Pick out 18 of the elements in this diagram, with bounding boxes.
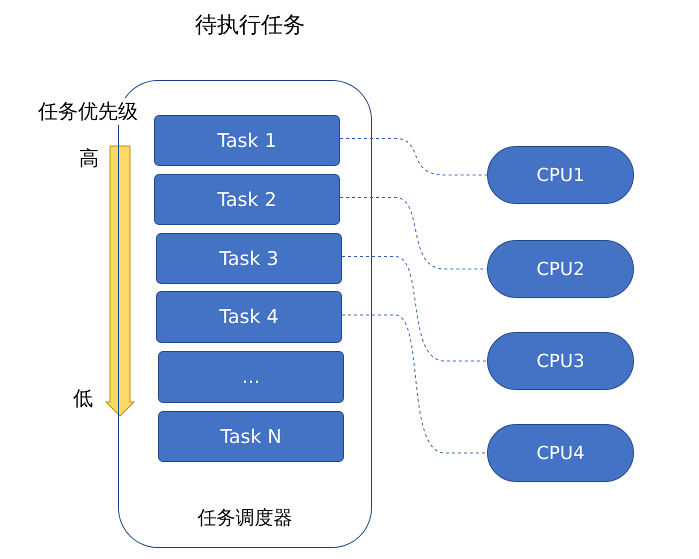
cpu-pill: CPU2: [487, 240, 634, 298]
scheduler-container: [118, 80, 372, 548]
axis-label: 任务优先级: [38, 98, 138, 125]
connector-line: [342, 256, 488, 362]
task-box: ...: [158, 351, 344, 403]
cpu-pill: CPU4: [487, 424, 634, 482]
task-box: Task 3: [156, 233, 342, 284]
diagram-title: 待执行任务: [194, 12, 306, 40]
task-box: Task 2: [154, 174, 340, 225]
task-box: Task 1: [154, 115, 340, 166]
cpu-pill: CPU1: [487, 146, 634, 204]
task-box: Task 4: [156, 291, 342, 343]
connector-line: [342, 314, 488, 454]
connector-line: [340, 197, 488, 270]
container-label: 任务调度器: [196, 506, 294, 531]
connector-line: [340, 138, 488, 176]
cpu-pill: CPU3: [487, 332, 634, 390]
task-box: Task N: [158, 411, 344, 462]
